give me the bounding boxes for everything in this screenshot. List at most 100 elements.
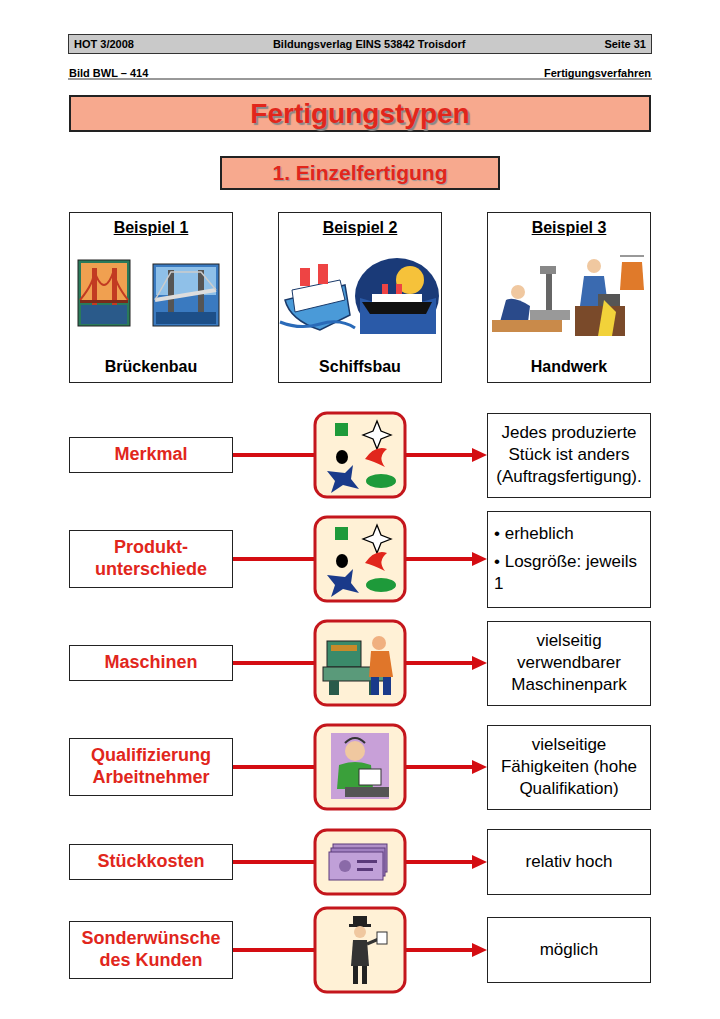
drawing-part	[345, 787, 389, 797]
drawing-part	[369, 651, 393, 677]
drawing-part	[329, 681, 339, 695]
criterion-box: Produkt- unterschiede	[69, 530, 233, 588]
drawing-part	[351, 940, 369, 966]
drawing-part	[336, 450, 348, 464]
node-text: Bildungsverlag EINS 53842 Troisdorf	[273, 38, 466, 50]
drawing-part	[371, 677, 379, 695]
drawing-part	[472, 656, 487, 670]
value-box: vielseitig verwendbarer Maschinenpark	[487, 621, 651, 706]
drawing-part	[396, 266, 424, 294]
drawing-part	[357, 860, 377, 863]
drawing-part	[345, 741, 365, 761]
value-box: vielseitige Fähigkeiten (hohe Qualifikat…	[487, 725, 651, 810]
drawing-part	[81, 305, 127, 324]
drawing-part	[546, 274, 552, 314]
drawing-part	[156, 312, 216, 324]
node-text: relativ hoch	[526, 851, 613, 873]
drawing-part	[383, 677, 391, 695]
drawing-part	[336, 554, 348, 568]
drawing-part	[472, 760, 487, 774]
money-icon	[315, 830, 405, 894]
node-text: Stückkosten	[97, 851, 204, 873]
node-text: Sonderwünsche des Kunden	[74, 928, 228, 971]
example-box: Beispiel 2Schiffsbau	[278, 212, 442, 383]
node-text: vielseitig verwendbarer Maschinenpark	[494, 630, 644, 696]
section-box: 1. Einzelfertigung	[220, 156, 500, 190]
drawing-part	[345, 738, 365, 743]
drawing-part	[620, 256, 644, 257]
node-text: • erheblich	[494, 523, 574, 545]
drawing-part	[354, 926, 366, 938]
criterion-box: Merkmal	[69, 437, 233, 473]
drawing-part	[339, 860, 351, 872]
drawing-part	[500, 299, 530, 322]
drawing-part	[363, 421, 391, 449]
node-text: Schiffsbau	[319, 358, 401, 376]
drawing-part	[540, 266, 556, 274]
drawing-part	[329, 852, 383, 880]
header-bar: HOT 3/2008 Bildungsverlag EINS 53842 Troi…	[68, 34, 652, 54]
drawing-part	[80, 300, 128, 303]
drawing-part	[353, 966, 358, 984]
criterion-box: Stückkosten	[69, 844, 233, 880]
drawing-part	[362, 302, 432, 314]
drawing-part	[365, 448, 387, 467]
value-box: möglich	[487, 917, 651, 983]
example-box: Beispiel 3Handwerk	[487, 212, 651, 383]
drawing-part	[78, 260, 130, 326]
drawing-part	[153, 264, 219, 326]
drawing-part	[155, 290, 216, 300]
node-text: • Losgröße: jeweils 1	[494, 551, 644, 595]
node-text: Qualifizierung Arbeitnehmer	[74, 745, 228, 788]
craftsman-picture	[492, 256, 644, 336]
node-text: Brückenbau	[105, 358, 197, 376]
drawing-part	[396, 284, 402, 294]
drawing-part	[598, 300, 616, 336]
drawing-part	[81, 263, 127, 303]
page-label: Bild BWL – 414	[69, 67, 148, 79]
drawing-part	[365, 552, 387, 571]
criterion-box: Qualifizierung Arbeitnehmer	[69, 738, 233, 796]
drawing-part	[315, 517, 405, 601]
worker-icon	[315, 725, 405, 809]
drawing-part	[315, 830, 405, 894]
drawing-part	[363, 525, 391, 553]
node-text: Jedes produzierte Stück ist anders (Auft…	[494, 422, 644, 488]
value-box: Jedes produzierte Stück ist anders (Auft…	[487, 413, 651, 498]
drawing-part	[360, 298, 436, 334]
drawing-part	[353, 916, 367, 925]
node-text: HOT 3/2008	[74, 38, 134, 50]
drawing-part	[377, 932, 387, 944]
drawing-part	[598, 294, 620, 306]
drawing-part	[366, 474, 396, 488]
drawing-part	[620, 262, 644, 290]
drawing-part	[280, 322, 355, 328]
node-text: möglich	[540, 939, 599, 961]
page-label: Fertigungsverfahren	[544, 67, 651, 79]
node-text: Maschinen	[104, 652, 197, 674]
drawing-part	[335, 527, 348, 540]
node-text: vielseitige Fähigkeiten (hohe Qualifikat…	[494, 734, 644, 800]
drawing-part	[300, 268, 310, 286]
node-text: Beispiel 1	[114, 219, 189, 237]
drawing-part	[530, 310, 570, 320]
title-text: Fertigungstypen	[250, 98, 469, 130]
drawing-part	[511, 285, 525, 299]
drawing-part	[357, 868, 373, 871]
drawing-part	[587, 259, 601, 273]
node-text: Produkt- unterschiede	[74, 537, 228, 580]
drawing-part	[80, 270, 128, 300]
shapes-icon	[315, 413, 405, 497]
drawing-part	[472, 448, 487, 462]
drawing-part	[355, 258, 439, 334]
drawing-part	[372, 294, 422, 302]
value-box: relativ hoch	[487, 829, 651, 895]
value-box: • erheblich • Losgröße: jeweils 1	[487, 511, 651, 608]
node-text: Seite 31	[604, 38, 646, 50]
customer-icon	[315, 908, 405, 992]
drawing-part	[382, 284, 388, 294]
drawing-part	[315, 621, 405, 705]
drawing-part	[362, 966, 367, 984]
drawing-part	[331, 733, 389, 799]
